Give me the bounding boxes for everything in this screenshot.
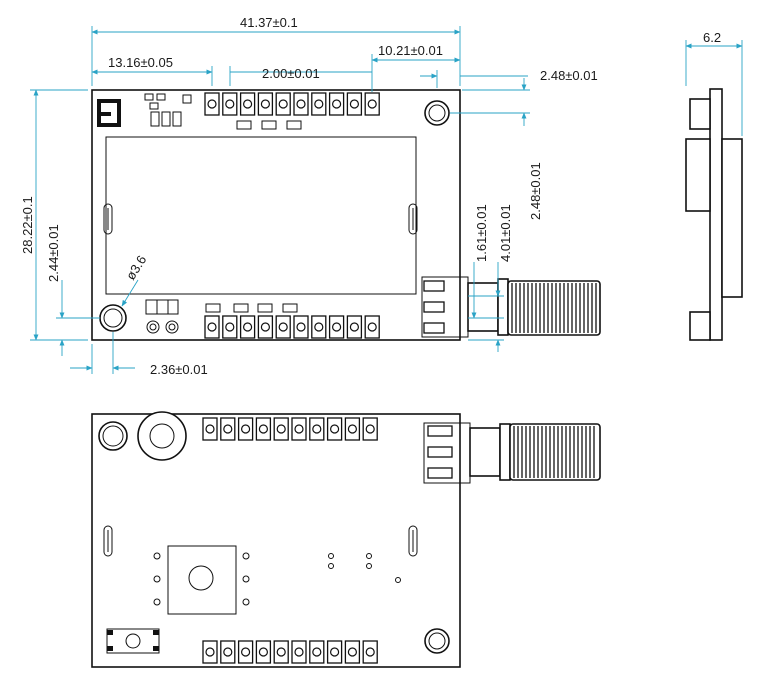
header-pin-hole (294, 424, 304, 434)
header-pin-hole (330, 424, 340, 434)
header-pin-hole (330, 647, 340, 657)
pin-header-top (204, 92, 380, 116)
slot-right (408, 203, 418, 235)
rf-connector-bottom-view (423, 422, 601, 484)
header-pin-hole (365, 424, 375, 434)
header-pin-hole (367, 99, 377, 109)
header-pin-hole (349, 99, 359, 109)
dim-connector-height: 4.01±0.01 (498, 204, 513, 262)
header-pin-hole (276, 424, 286, 434)
header-pin-hole (294, 647, 304, 657)
header-pin-hole (223, 647, 233, 657)
dimension-lines (30, 26, 743, 374)
dim-left-offset: 13.16±0.05 (108, 55, 173, 70)
header-pin-hole (278, 99, 288, 109)
header-pin-hole (223, 424, 233, 434)
header-pin-hole (225, 322, 235, 332)
dim-pin-pitch: 2.00±0.01 (262, 66, 320, 81)
dim-hole-offset-v: 2.48±0.01 (528, 162, 543, 220)
header-pin-hole (243, 322, 253, 332)
header-pin-hole (205, 424, 215, 434)
header-pin-hole (365, 647, 375, 657)
header-pin-hole (296, 99, 306, 109)
center-chip (167, 545, 237, 615)
header-pin-hole (207, 322, 217, 332)
header-pin-hole (278, 322, 288, 332)
header-pin-hole (205, 647, 215, 657)
dim-hole-offset-h: 2.48±0.01 (540, 68, 598, 83)
header-pin-hole (241, 424, 251, 434)
tact-switch (106, 628, 160, 654)
logo-mark (97, 99, 121, 127)
header-pin-hole (296, 322, 306, 332)
header-pin-hole (312, 424, 322, 434)
small-components-top (144, 93, 302, 130)
shield-can (105, 136, 417, 295)
dim-connector-gap: 1.61±0.01 (474, 204, 489, 262)
side-board (709, 88, 723, 341)
buzzer (137, 411, 187, 461)
pin-header-top-bottom-view (202, 417, 378, 441)
header-pin-hole (241, 647, 251, 657)
small-components-bottom (145, 299, 298, 315)
pin-header-bottom (204, 315, 380, 339)
header-pin-hole (243, 99, 253, 109)
rf-connector (421, 276, 601, 338)
slot-left (103, 203, 113, 235)
header-pin-hole (225, 99, 235, 109)
header-pin-hole (347, 647, 357, 657)
dim-right-offset: 10.21±0.01 (378, 43, 443, 58)
dim-overall-height: 28.22±0.1 (20, 196, 35, 254)
bottom-view (91, 411, 601, 668)
header-pin-hole (276, 647, 286, 657)
header-pin-hole (260, 322, 270, 332)
header-pin-hole (332, 99, 342, 109)
side-view (685, 88, 743, 341)
pin-header-bottom-bottom-view (202, 640, 378, 664)
top-board-outline (91, 89, 461, 341)
dim-side-thickness: 6.2 (703, 30, 721, 45)
header-pin-hole (332, 322, 342, 332)
header-pin-hole (347, 424, 357, 434)
header-pin-hole (314, 99, 324, 109)
top-view (91, 89, 601, 341)
header-pin-hole (367, 322, 377, 332)
header-pin-hole (207, 99, 217, 109)
dim-overall-width: 41.37±0.1 (240, 15, 298, 30)
dim-hole-bottom-offset: 2.44±0.01 (46, 224, 61, 282)
header-pin-hole (314, 322, 324, 332)
dim-hole-left-offset: 2.36±0.01 (150, 362, 208, 377)
header-pin-hole (312, 647, 322, 657)
header-pin-hole (260, 99, 270, 109)
header-pin-hole (258, 647, 268, 657)
header-pin-hole (349, 322, 359, 332)
header-pin-hole (258, 424, 268, 434)
